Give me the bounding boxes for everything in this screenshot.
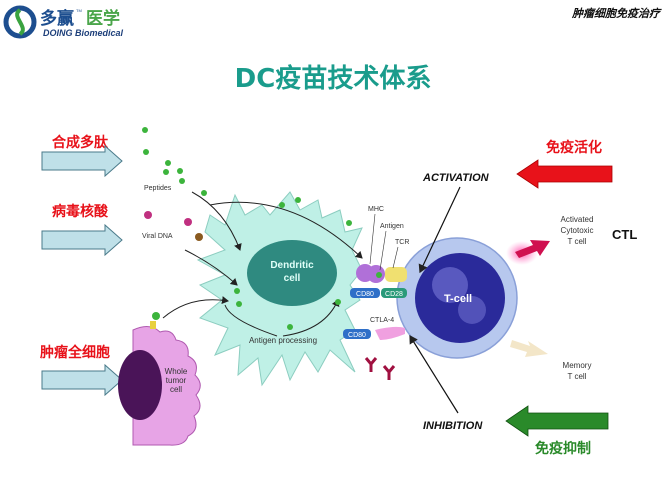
logo-cn-1: 多赢: [40, 8, 74, 29]
label-antigen-processing: Antigen processing: [249, 336, 317, 345]
label-memory-t-cell: T cell: [568, 372, 587, 381]
peptides: Peptides: [142, 127, 363, 330]
page-title: DC疫苗技术体系: [235, 63, 432, 94]
label-dendritic-cell: cell: [284, 273, 301, 284]
header-tagline: 肿瘤细胞免疫治疗: [571, 7, 662, 20]
arrow-right-icon: [41, 144, 123, 178]
label-activated: Activated: [561, 215, 594, 224]
logo-mark-icon: [3, 5, 37, 39]
label-peptide: 合成多肽: [52, 134, 109, 151]
label-mhc: MHC: [368, 206, 384, 213]
antibody-icon: [382, 365, 396, 380]
logo: 多赢 TM 医学 DOING Biomedical: [3, 5, 124, 39]
t-cell: T-cell: [396, 237, 518, 359]
label-cd28: CD28: [385, 291, 403, 298]
label-activation: ACTIVATION: [422, 172, 490, 184]
label-inhibition: INHIBITION: [423, 420, 483, 432]
label-memory: Memory: [563, 361, 592, 370]
label-cd80-b: CD80: [348, 332, 366, 339]
label-ctla4: CTLA-4: [370, 317, 394, 324]
label-cytotoxic: Cytotoxic: [561, 226, 594, 235]
label-ctl: CTL: [612, 227, 637, 242]
label-t-cell: T-cell: [444, 293, 472, 305]
label-viral: 病毒核酸: [52, 203, 109, 220]
label-tumor: 肿瘤全细胞: [40, 344, 110, 361]
arrow-right-icon: [41, 363, 123, 397]
label-antigen: Antigen: [380, 223, 404, 230]
label-dendritic: Dendritic: [270, 260, 314, 271]
label-activated-t-cell: T cell: [568, 237, 587, 246]
logo-cn-2: 医学: [86, 8, 120, 29]
antibody-icon: [364, 357, 378, 372]
label-viral-dna: Viral DNA: [142, 233, 173, 240]
label-inhibition-cn: 免疫抑制: [535, 440, 591, 457]
logo-en: DOING Biomedical: [43, 28, 124, 38]
arrow-left-red-icon: [516, 159, 613, 189]
viral-dna: Viral DNA: [142, 211, 238, 319]
logo-tm: TM: [76, 8, 82, 13]
label-tcr: TCR: [395, 239, 409, 246]
dendritic-cell: Dendritic cell Antigen processing: [196, 191, 363, 387]
arrow-right-icon: [41, 223, 123, 257]
label-cell: cell: [170, 385, 182, 394]
arrow-memory-icon: [510, 340, 548, 357]
synapse: MHC Antigen TCR CD80 CD28 CTLA-4 CD80: [343, 206, 409, 380]
label-tumor-en: tumor: [166, 376, 187, 385]
label-peptides: Peptides: [144, 185, 172, 192]
label-whole: Whole: [165, 367, 188, 376]
label-cd80: CD80: [356, 291, 374, 298]
arrow-left-green-icon: [505, 405, 609, 437]
arrow-cytotoxic-icon: [515, 240, 550, 258]
label-activation-cn: 免疫活化: [546, 139, 602, 156]
whole-tumor-cell: Whole tumor cell: [118, 312, 201, 446]
